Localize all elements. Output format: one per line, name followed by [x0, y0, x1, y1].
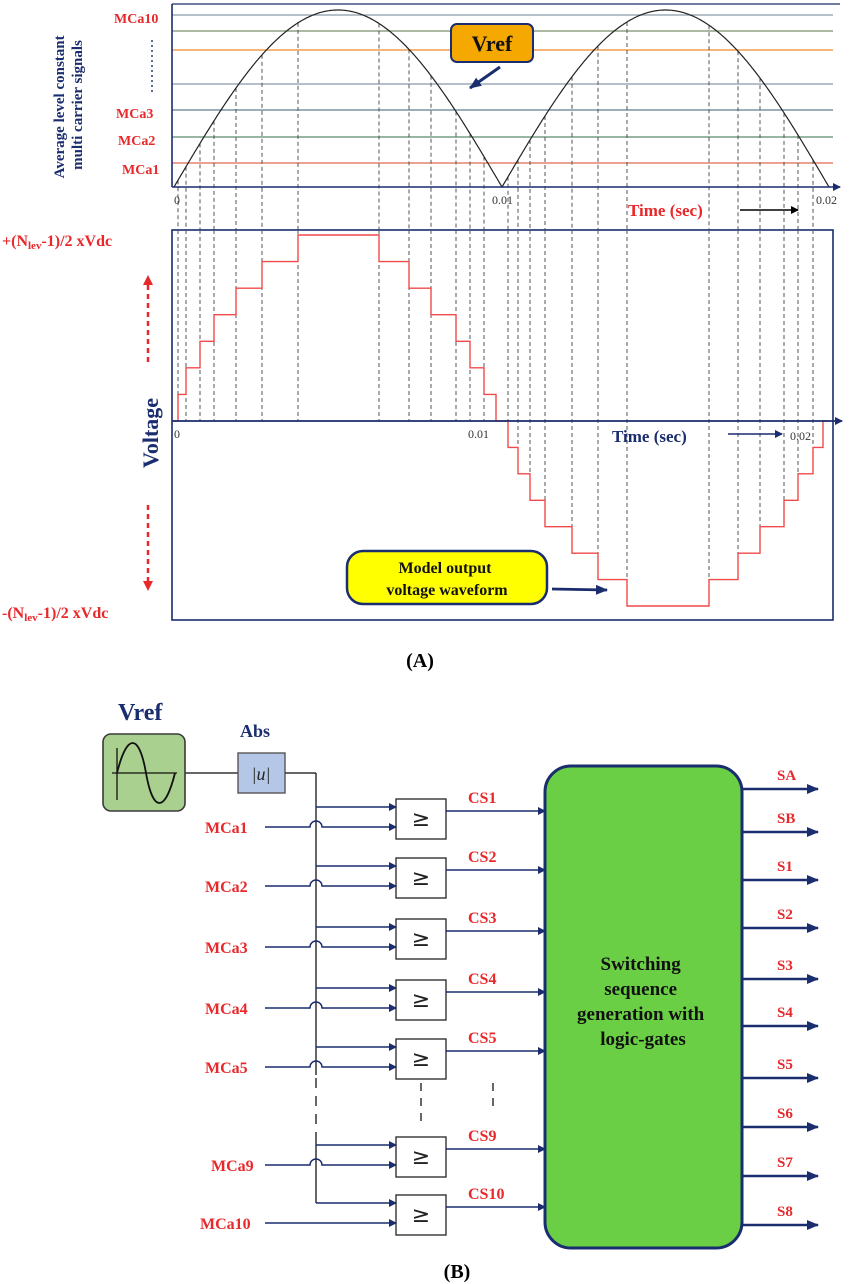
comparator-symbol: ≥	[412, 866, 430, 891]
carrier-input-label-mca5: MCa5	[205, 1060, 248, 1077]
comparator-block	[395, 1194, 447, 1236]
switch-output-label-s4: S4	[777, 1005, 793, 1021]
vref-callout-arrow	[469, 65, 501, 90]
carrier-label-mca2: MCa2	[118, 134, 155, 149]
upper-dashed-guides	[177, 21, 814, 230]
voltage-plot-frame	[171, 229, 834, 621]
voltage-min-label: -(Nlev-1)/2 xVdc	[2, 605, 108, 624]
comparator-block	[395, 918, 447, 960]
comparator-3: ≥ MCa3 CS3	[205, 910, 546, 960]
comparator-block	[395, 1038, 447, 1080]
abs-block-label: Abs	[240, 721, 270, 741]
carrier-input-arrow	[265, 820, 397, 831]
panel-b: Vref Abs |u| ≥ MCa1 CS1 ≥ MCa2 CS2 ≥ MCa3 CS3 ≥ MC…	[102, 700, 819, 1283]
lower-tick-0-01: 0.01	[468, 427, 489, 441]
comparator-symbol: ≥	[412, 927, 430, 952]
voltage-axis-title: Voltage	[138, 398, 163, 468]
carrier-axis-title: Average level constant multi carrier sig…	[52, 32, 86, 179]
switch-output-label-s5: S5	[777, 1057, 793, 1073]
comparator-9: ≥ MCa9 CS9	[211, 1128, 546, 1178]
comparator-10: ≥ MCa10 CS10	[200, 1186, 546, 1236]
voltage-plot	[171, 229, 843, 621]
lower-tick-0-02: 0.02	[790, 429, 811, 443]
carrier-input-label-mca4: MCa4	[205, 1001, 248, 1018]
upper-tick-0: 0	[174, 193, 180, 207]
switch-output-label-s7: S7	[777, 1155, 793, 1171]
carrier-input-arrow	[265, 940, 397, 951]
vref-half-sine-wave	[173, 9, 830, 189]
switch-output-label-s3: S3	[777, 958, 793, 974]
comparator-array: ≥ MCa1 CS1 ≥ MCa2 CS2 ≥ MCa3 CS3 ≥ MCa4 CS4 ≥ MCa5 CS5…	[200, 773, 546, 1236]
switch-output-label-s2: S2	[777, 907, 793, 923]
carrier-input-label-mca3: MCa3	[205, 940, 248, 957]
lower-time-label: Time (sec)	[612, 427, 687, 446]
vref-callout: Vref	[450, 23, 534, 90]
carrier-label-mca3: MCa3	[116, 107, 153, 122]
comparator-4: ≥ MCa4 CS4	[205, 971, 546, 1021]
carrier-input-label-mca2: MCa2	[205, 879, 248, 896]
upper-tick-0-02: 0.02	[816, 193, 837, 207]
comparator-symbol: ≥	[412, 1203, 430, 1228]
comparator-symbol: ≥	[412, 807, 430, 832]
upper-time-label: Time (sec)	[628, 201, 703, 220]
switch-output-label-s8: S8	[777, 1204, 793, 1220]
carrier-input-arrow	[265, 1001, 397, 1012]
upper-tick-0-01: 0.01	[492, 193, 513, 207]
carrier-input-label-mca1: MCa1	[205, 820, 248, 837]
lower-dashed-guides	[177, 230, 814, 606]
carrier-input-arrow	[265, 1060, 397, 1071]
vref-callout-box	[450, 23, 534, 63]
panel-a-caption: (A)	[406, 650, 434, 672]
switch-output-label-s1: S1	[777, 859, 793, 875]
carrier-input-arrow	[265, 879, 397, 890]
vref-callout-label: Vref	[472, 31, 513, 56]
carrier-label-mca1: MCa1	[122, 163, 159, 178]
abs-block-symbol: |u|	[252, 764, 271, 784]
switch-output-label-sa: SA	[777, 768, 796, 784]
comparator-block	[395, 798, 447, 840]
carrier-input-arrow	[265, 1158, 397, 1169]
vref-source-block	[102, 733, 186, 812]
panel-a: MCa10 MCa3 MCa2 MCa1 Average level const…	[2, 3, 843, 672]
carrier-input-label-mca9: MCa9	[211, 1158, 254, 1175]
comparator-output-label-cs3: CS3	[468, 910, 496, 927]
sine-wave-icon	[116, 742, 176, 804]
comparator-5: ≥ MCa5 CS5	[205, 1030, 546, 1080]
voltage-max-label: +(Nlev-1)/2 xVdc	[2, 233, 112, 252]
switch-output-label-sb: SB	[777, 811, 795, 827]
lower-tick-0: 0	[174, 427, 180, 441]
comparator-output-label-cs5: CS5	[468, 1030, 496, 1047]
abs-block	[237, 752, 286, 794]
comparator-output-label-cs10: CS10	[468, 1186, 504, 1203]
model-output-callout: Model output voltage waveform	[345, 549, 608, 606]
comparator-symbol: ≥	[412, 988, 430, 1013]
carrier-input-label-mca10: MCa10	[200, 1216, 251, 1233]
comparator-block	[395, 857, 447, 899]
comparator-output-label-cs1: CS1	[468, 790, 496, 807]
comparator-2: ≥ MCa2 CS2	[205, 849, 546, 899]
comparator-1: ≥ MCa1 CS1	[205, 790, 546, 840]
model-output-callout-box	[345, 549, 549, 606]
switch-output-label-s6: S6	[777, 1106, 793, 1122]
vref-source-label: Vref	[118, 700, 163, 726]
model-output-callout-arrow	[551, 584, 608, 595]
logic-gate-block-label: Switching sequence generation with logic…	[577, 954, 709, 1050]
comparator-output-label-cs2: CS2	[468, 849, 496, 866]
model-output-callout-label: Model output voltage waveform	[386, 560, 508, 599]
comparator-output-label-cs9: CS9	[468, 1128, 496, 1145]
comparator-block	[395, 979, 447, 1021]
comparator-block	[395, 1136, 447, 1178]
comparator-symbol: ≥	[412, 1047, 430, 1072]
panel-b-caption: (B)	[444, 1261, 471, 1283]
carrier-plot	[171, 3, 841, 230]
logic-gate-block	[543, 764, 744, 1250]
carrier-label-mca10: MCa10	[114, 12, 158, 27]
comparator-output-label-cs4: CS4	[468, 971, 496, 988]
comparator-symbol: ≥	[412, 1145, 430, 1170]
